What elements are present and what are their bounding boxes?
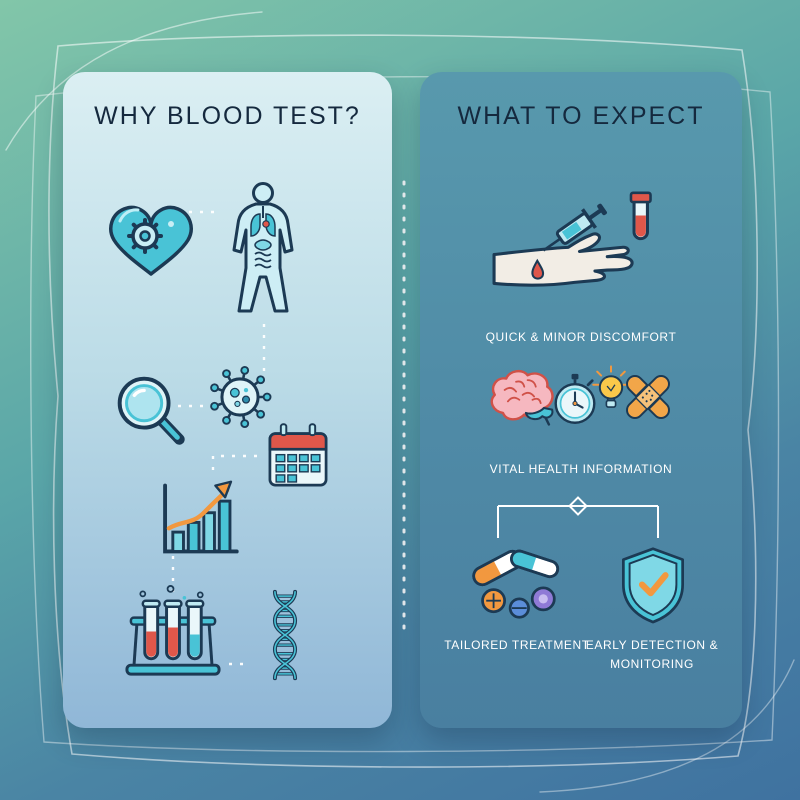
blood-draw-icon xyxy=(492,184,667,319)
left-panel-title: WHY BLOOD TEST? xyxy=(94,102,361,130)
brain-icon xyxy=(480,362,562,436)
calendar-icon xyxy=(259,418,337,496)
virus-icon xyxy=(197,354,283,440)
human-body-icon xyxy=(213,180,313,320)
why-blood-test-panel: WHY BLOOD TEST? xyxy=(63,72,392,728)
caption-information: VITAL HEALTH INFORMATION xyxy=(489,462,673,476)
pills-icon xyxy=(460,540,575,632)
test-tubes-icon xyxy=(121,580,225,684)
dna-icon xyxy=(249,570,321,700)
lightbulb-icon xyxy=(588,360,634,424)
stopwatch-icon xyxy=(544,368,606,432)
shield-check-icon xyxy=(614,542,692,628)
caption-detection: EARLY DETECTION & MONITORING xyxy=(585,638,719,671)
center-dashed-divider xyxy=(402,180,406,636)
growth-chart-icon xyxy=(149,474,247,566)
what-to-expect-panel: WHAT TO EXPECT QUICK & MINOR DISCOMF xyxy=(420,72,742,728)
magnifier-icon xyxy=(105,366,193,454)
caption-treatment: TAILORED TREATMENT xyxy=(444,638,590,652)
heart-gear-icon xyxy=(101,194,201,289)
caption-discomfort: QUICK & MINOR DISCOMFORT xyxy=(485,330,677,344)
right-panel-title: WHAT TO EXPECT xyxy=(457,102,705,130)
bracket-connector xyxy=(497,496,659,538)
bandage-icon xyxy=(615,364,681,430)
